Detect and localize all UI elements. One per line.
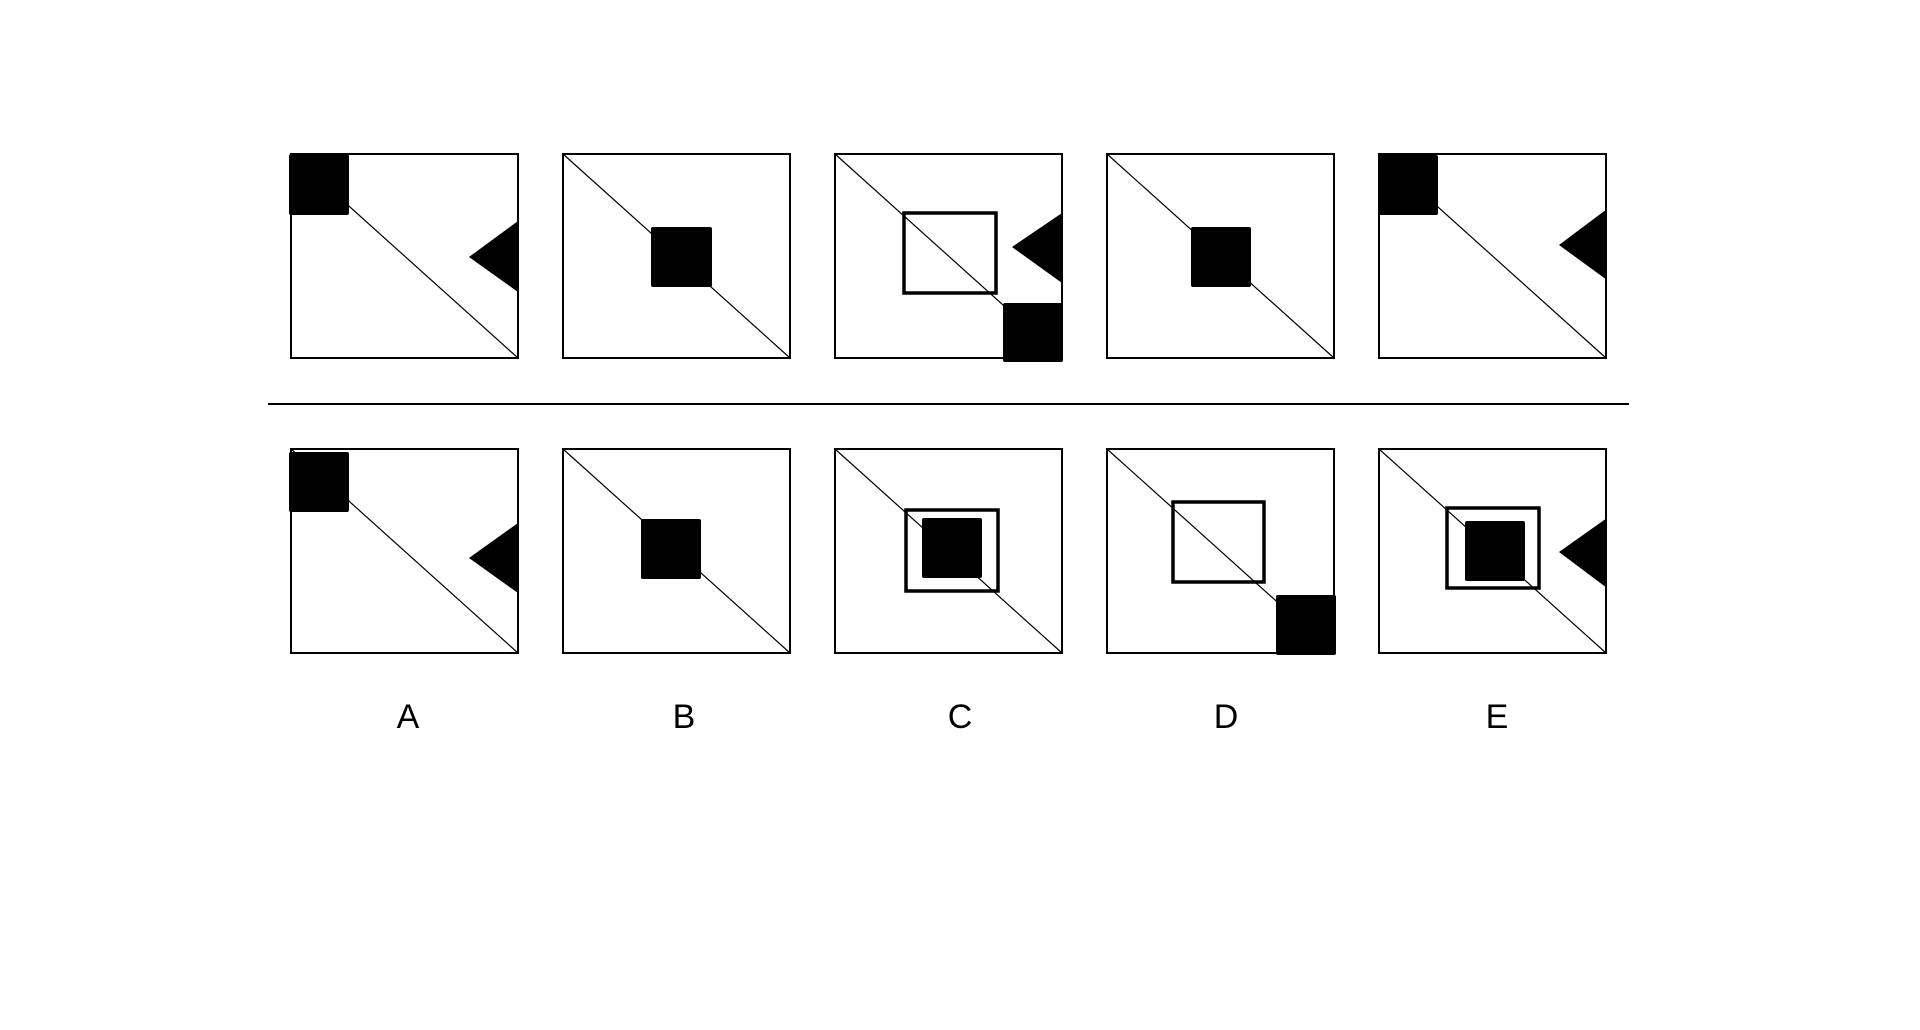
option-label-b[interactable]: B [672,698,696,736]
outlined-square-shape [902,211,998,295]
outlined-square-shape [1445,506,1541,590]
triangle-shape [1012,213,1062,283]
outlined-square-shape [1171,500,1266,584]
triangle-shape [1559,209,1607,280]
question-row [289,153,1607,362]
filled-square-shape [289,452,349,512]
option-label-c[interactable]: C [947,698,973,736]
triangle-shape [1559,518,1607,588]
answer-option-b[interactable] [562,448,791,654]
triangle-shape [469,221,518,292]
sequence-panel-2 [562,153,791,359]
sequence-panel-1 [289,153,519,359]
filled-square-shape [641,519,701,579]
filled-square-shape [1003,303,1063,362]
filled-square-shape [1378,155,1438,215]
answer-option-e[interactable] [1378,448,1607,654]
option-label-a[interactable]: A [396,698,420,736]
answer-option-d[interactable] [1106,448,1336,655]
sequence-panel-3 [834,153,1063,362]
filled-square-shape [1191,227,1251,287]
triangle-shape [469,523,518,593]
answer-option-c[interactable] [834,448,1063,654]
answer-options-row [289,448,1607,655]
filled-square-shape [1276,595,1336,655]
filled-square-shape [922,518,982,578]
sequence-panel-4 [1106,153,1335,359]
filled-square-shape [1465,521,1525,581]
filled-square-shape [651,227,712,287]
filled-square-shape [289,154,349,215]
option-label-e[interactable]: E [1485,698,1509,736]
option-label-d[interactable]: D [1213,698,1239,736]
answer-option-a[interactable] [289,448,519,654]
sequence-panel-5 [1378,153,1607,359]
outlined-square-shape [904,508,1000,593]
